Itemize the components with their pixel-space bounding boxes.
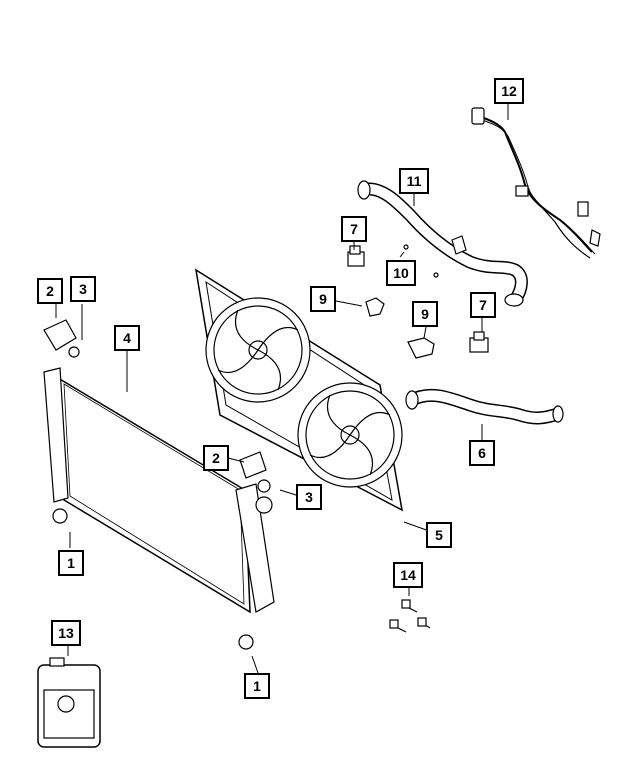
callout-12: 12 <box>494 78 524 104</box>
callout-7-upper: 7 <box>341 216 367 242</box>
upper-radiator-hose <box>357 180 528 307</box>
callout-10: 10 <box>386 260 416 286</box>
pushpin-9a <box>365 297 385 317</box>
pushpin-9b <box>407 337 435 359</box>
lower-isolator-left <box>52 508 68 524</box>
fan-shroud-assembly <box>194 268 404 512</box>
callout-2-left: 2 <box>37 278 63 304</box>
callout-9-left: 9 <box>310 286 336 312</box>
screw-10a <box>403 244 409 250</box>
callout-7-lower: 7 <box>470 292 496 318</box>
isolator-right <box>257 479 271 493</box>
callout-9-right: 9 <box>412 301 438 327</box>
isolator-left <box>68 346 80 358</box>
upper-bracket-right <box>239 451 267 479</box>
wiring-harness <box>471 107 601 259</box>
upper-bracket-left <box>43 319 77 351</box>
callout-14: 14 <box>393 562 423 588</box>
bolt-set <box>389 599 431 633</box>
lower-isolator-right <box>238 634 254 650</box>
callout-3-left: 3 <box>70 276 96 302</box>
callout-4: 4 <box>114 325 140 351</box>
callout-1-left: 1 <box>58 550 84 576</box>
lower-radiator-hose <box>405 388 564 425</box>
callout-5: 5 <box>426 522 452 548</box>
callout-13: 13 <box>51 620 81 646</box>
callout-11: 11 <box>399 168 429 194</box>
callout-3-right: 3 <box>296 484 322 510</box>
callout-6: 6 <box>469 440 495 466</box>
hose-clip-upper <box>347 245 365 267</box>
radiator <box>43 367 275 614</box>
hose-clip-lower <box>469 331 489 353</box>
callout-1-right: 1 <box>244 673 270 699</box>
screw-10b <box>433 272 439 278</box>
coolant-jug <box>37 657 101 748</box>
callout-2-right: 2 <box>203 445 229 471</box>
